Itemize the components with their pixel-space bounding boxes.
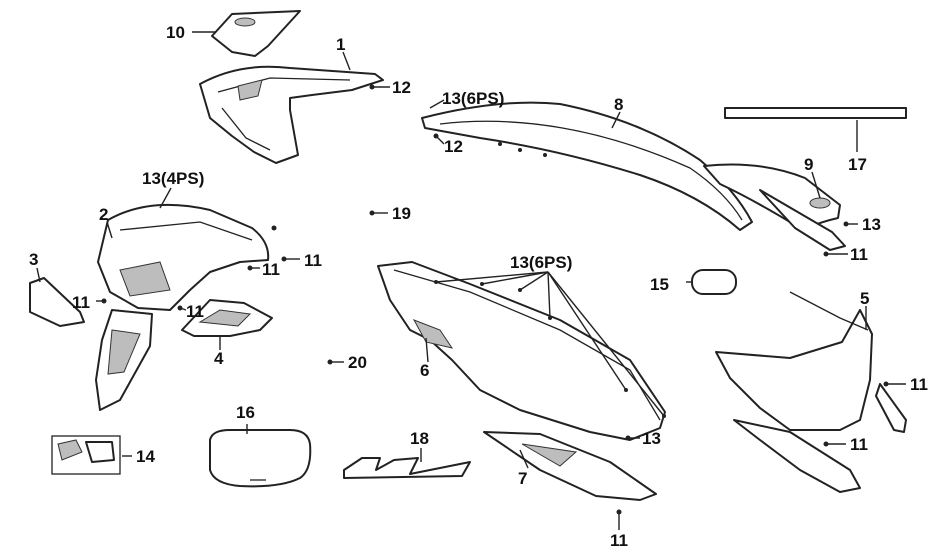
part-17-strip <box>724 107 907 119</box>
callout-13-6ps-top: 13(6PS) <box>442 89 504 108</box>
callout-11-b: 11 <box>304 251 322 270</box>
callout-11-right-mid: 11 <box>910 375 928 394</box>
callout-15: 15 <box>650 275 669 294</box>
callout-13-right: 13 <box>862 215 881 234</box>
callout-11-right-low: 11 <box>850 435 868 454</box>
part-1-front-cowl <box>199 65 384 164</box>
callout-12-top: 12 <box>392 78 411 97</box>
callout-11-right-top: 11 <box>850 245 868 264</box>
callout-16: 16 <box>236 403 255 422</box>
part-4-vent-cover <box>181 299 273 337</box>
callout-3: 3 <box>29 250 38 269</box>
callout-7: 7 <box>518 469 527 488</box>
callout-17: 17 <box>848 155 867 174</box>
part-7-lower-skirt <box>483 431 657 501</box>
callout-12-mid: 12 <box>444 137 463 156</box>
callout-13-6ps-mid: 13(6PS) <box>510 253 572 272</box>
leader-lines <box>36 31 906 530</box>
callout-19: 19 <box>392 204 411 223</box>
callout-9: 9 <box>804 155 813 174</box>
callout-10: 10 <box>166 23 185 42</box>
part-18-decal <box>343 457 471 479</box>
part-16-lid <box>209 429 312 488</box>
callout-2: 2 <box>99 205 108 224</box>
callout-20: 20 <box>348 353 367 372</box>
callout-labels: 1 10 12 13(6PS) 12 8 17 9 13 11 13(4PS) … <box>29 23 928 550</box>
callout-11-c: 11 <box>72 293 90 312</box>
part-8-side-rail <box>421 101 753 231</box>
callout-18: 18 <box>410 429 429 448</box>
callout-11-a: 11 <box>262 260 280 279</box>
callout-6: 6 <box>420 361 429 380</box>
part-front-lower-panel <box>95 309 153 411</box>
callout-8: 8 <box>614 95 623 114</box>
callout-14: 14 <box>136 447 155 466</box>
callout-4: 4 <box>214 349 224 368</box>
callout-1: 1 <box>336 35 345 54</box>
part-9-rear-side <box>703 163 846 251</box>
part-2-front-side <box>97 203 270 311</box>
part-10-top-cover <box>211 10 301 57</box>
callout-11-bottom: 11 <box>610 531 628 550</box>
part-3-bracket <box>29 277 85 327</box>
part-14-switch-kit <box>51 435 121 475</box>
callout-13-bottom: 13 <box>642 429 661 448</box>
part-15-badge <box>691 269 737 295</box>
callout-13-4ps: 13(4PS) <box>142 169 204 188</box>
callout-5: 5 <box>860 289 869 308</box>
part-5-rear-fender <box>715 291 907 493</box>
callout-11-d: 11 <box>186 302 204 321</box>
